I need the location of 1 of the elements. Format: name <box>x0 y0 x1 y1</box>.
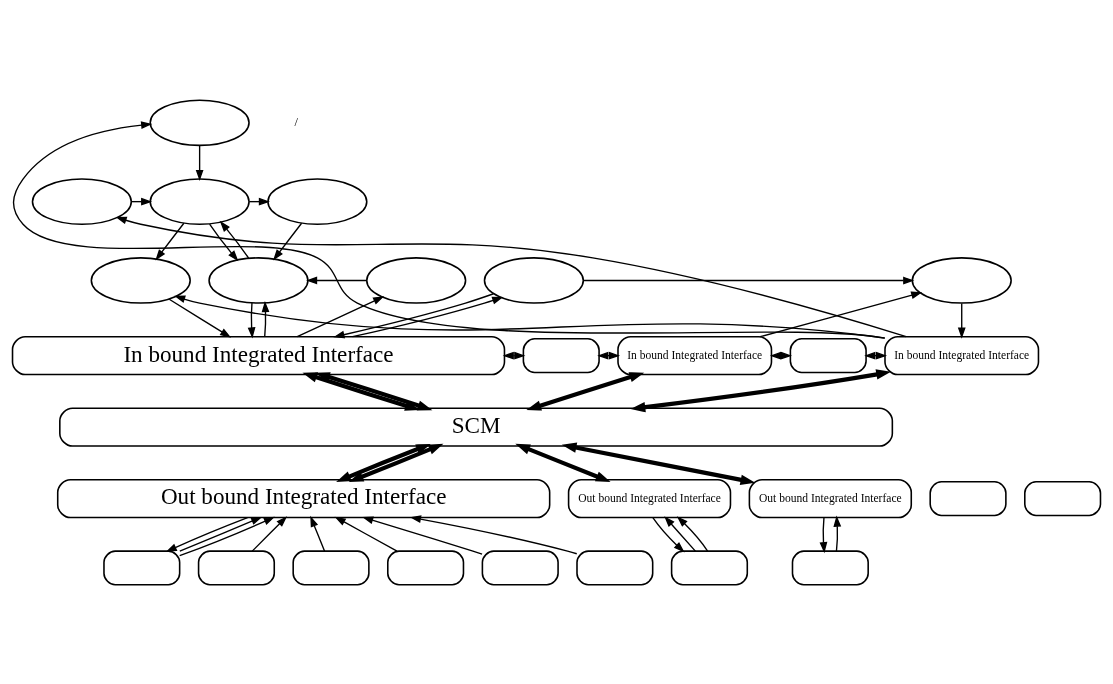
label: / <box>294 114 299 129</box>
